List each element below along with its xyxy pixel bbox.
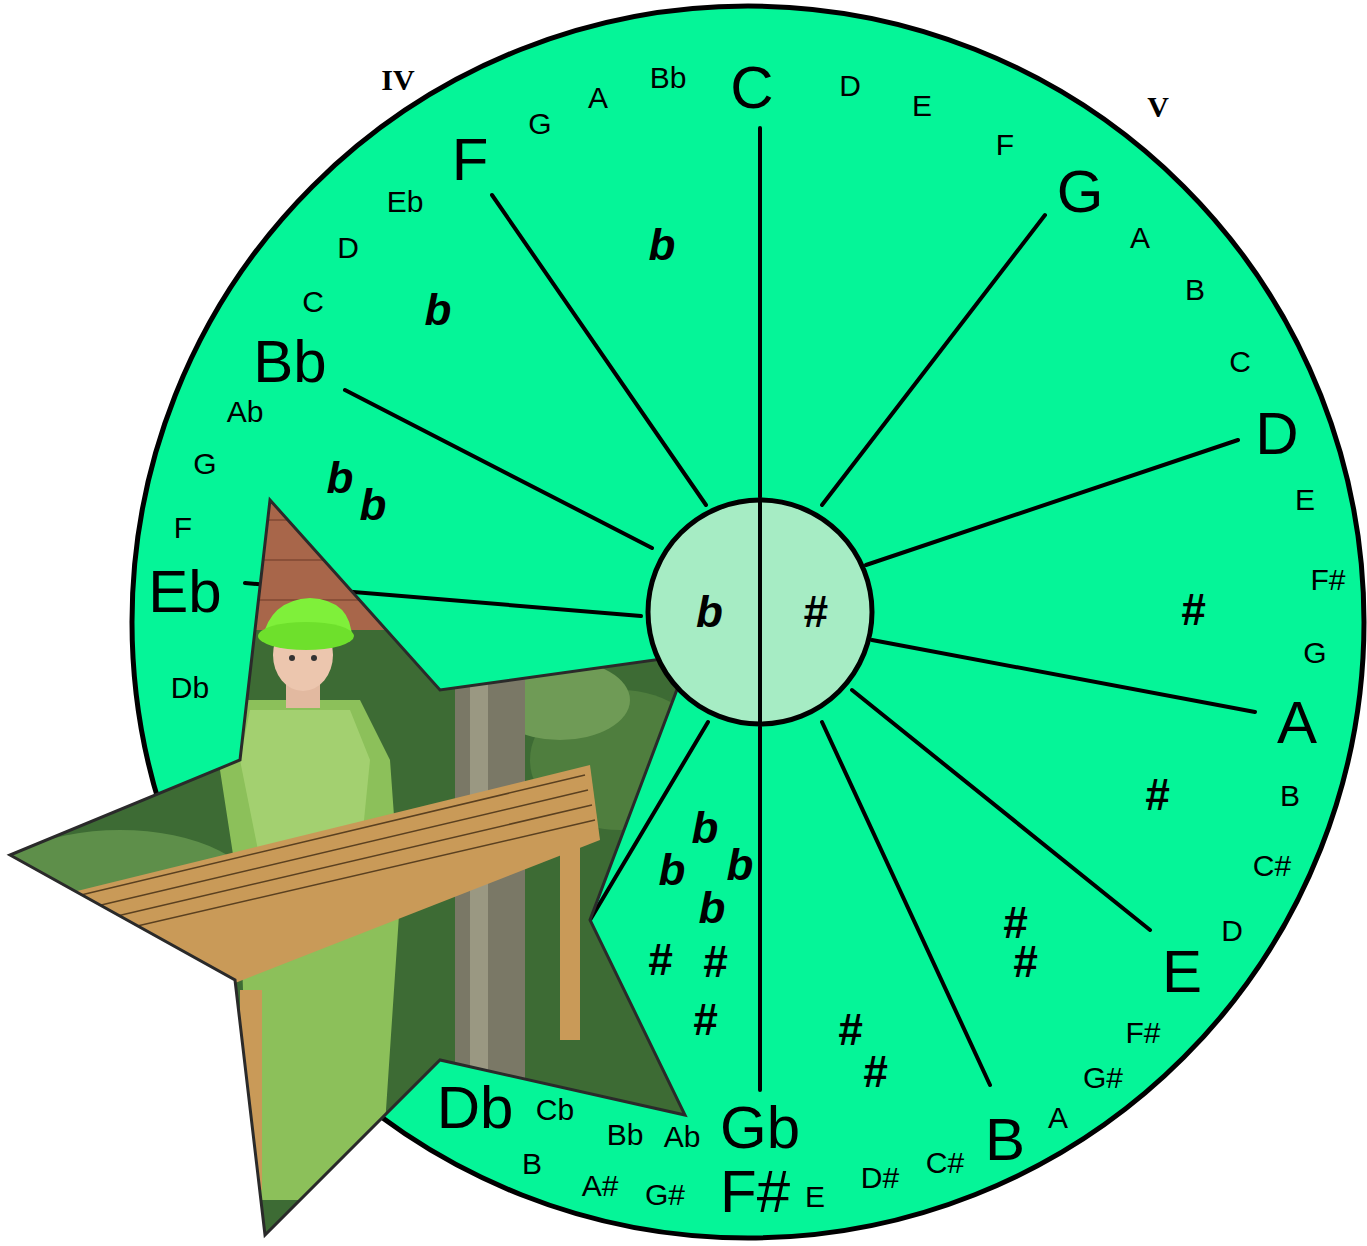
accidental-sign: b <box>699 886 726 930</box>
accidental-sign: b <box>727 843 754 887</box>
center-circle: b# <box>645 497 875 727</box>
scale-note: A# <box>582 1171 619 1201</box>
scale-note: D# <box>861 1163 899 1193</box>
accidental-sign: b <box>360 483 387 527</box>
scale-note: D <box>839 71 861 101</box>
key-name: G <box>1057 162 1104 222</box>
scale-note: Eb <box>387 187 424 217</box>
scale-note: Bb <box>650 63 687 93</box>
degree-numeral: V <box>1147 92 1169 122</box>
scale-note: G <box>528 109 551 139</box>
accidental-sign: # <box>863 1050 887 1094</box>
key-name: Gb <box>720 1098 800 1158</box>
scale-note: F# <box>1310 565 1345 595</box>
key-name: Eb <box>148 562 221 622</box>
scale-note: E <box>912 91 932 121</box>
scale-note: G# <box>645 1180 685 1210</box>
accidental-sign: # <box>1145 773 1169 817</box>
accidental-sign: # <box>703 940 727 984</box>
accidental-sign: # <box>693 998 717 1042</box>
scale-note: F# <box>1125 1018 1160 1048</box>
scale-note: Bb <box>607 1120 644 1150</box>
key-name: F# <box>720 1162 790 1222</box>
scale-note: G# <box>1083 1063 1123 1093</box>
scale-note: B <box>522 1149 542 1179</box>
scale-note: E <box>805 1182 825 1212</box>
key-name: E <box>1162 942 1202 1002</box>
accidental-sign: b <box>692 806 719 850</box>
key-name: B <box>985 1110 1025 1170</box>
scale-note: A <box>1048 1103 1068 1133</box>
accidental-sign: # <box>1013 940 1037 984</box>
key-name: C <box>730 58 773 118</box>
accidental-sign: # <box>838 1008 862 1052</box>
scale-note: C <box>1229 347 1251 377</box>
key-name: F <box>452 130 489 190</box>
scale-note: A <box>1130 223 1150 253</box>
scale-note: Cb <box>536 1095 574 1125</box>
scale-note: G <box>1303 638 1326 668</box>
degree-numeral: IV <box>381 65 414 95</box>
key-name: Db <box>437 1078 514 1138</box>
scale-note: B <box>1185 275 1205 305</box>
scale-note: F <box>174 513 192 543</box>
scale-note: E <box>1295 485 1315 515</box>
scale-note: C# <box>1253 851 1291 881</box>
circle-outline <box>645 497 875 727</box>
scale-note: Ab <box>227 397 264 427</box>
key-name: Bb <box>253 332 326 392</box>
accidental-sign: b <box>659 848 686 892</box>
scale-note: Db <box>171 673 209 703</box>
key-name: A <box>1277 693 1317 753</box>
accidental-sign: # <box>1181 588 1205 632</box>
scale-note: A <box>588 83 608 113</box>
key-signature-sign: # <box>803 590 827 634</box>
scale-note: B <box>1280 781 1300 811</box>
accidental-sign: # <box>648 938 672 982</box>
accidental-sign: b <box>649 223 676 267</box>
scale-note: Ab <box>664 1122 701 1152</box>
scale-note: D <box>337 233 359 263</box>
scale-note: D <box>1221 916 1243 946</box>
scale-note: C <box>302 287 324 317</box>
key-name: D <box>1255 404 1298 464</box>
scale-note: C# <box>926 1148 964 1178</box>
accidental-sign: # <box>1003 901 1027 945</box>
key-signature-sign: b <box>696 590 723 634</box>
scale-note: G <box>193 449 216 479</box>
scale-note: F <box>996 130 1014 160</box>
accidental-sign: b <box>327 456 354 500</box>
accidental-sign: b <box>425 288 452 332</box>
